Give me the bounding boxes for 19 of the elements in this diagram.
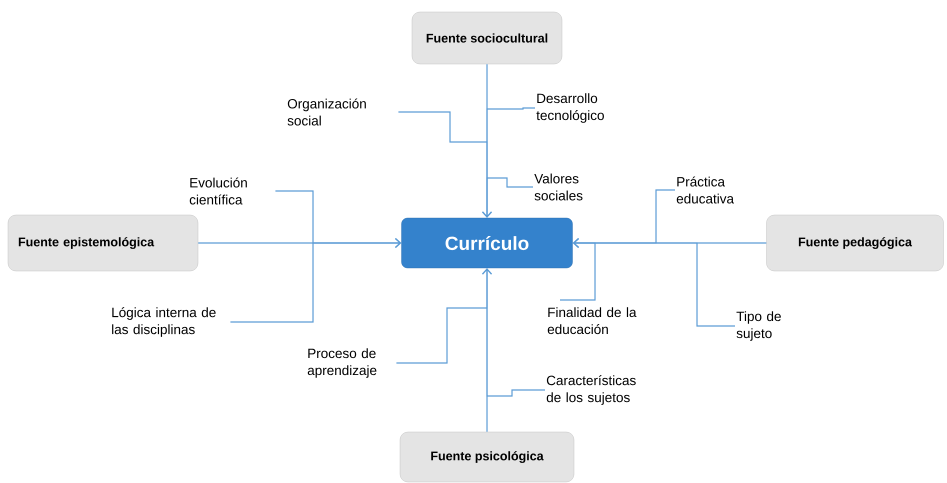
branch-label: Características de los sujetos — [546, 375, 636, 405]
branch-label: Finalidad de la educación — [548, 307, 636, 334]
arrow — [572, 238, 735, 327]
branch-label: Práctica educativa — [676, 176, 734, 204]
arrow — [482, 268, 545, 397]
branch-label: Evolución científica — [190, 177, 247, 205]
branch-label: Valores sociales — [534, 174, 582, 200]
branch-label: Desarrollo tecnológico — [536, 93, 604, 123]
branch-label: Proceso de aprendizaje — [308, 348, 376, 378]
source-box: Fuente psicológica — [400, 432, 574, 482]
branch-label: Lógica interna de las disciplinas — [112, 307, 216, 337]
arrow — [230, 238, 402, 323]
center-box: Currículo — [401, 218, 573, 268]
branch-label: Tipo de sujeto — [736, 311, 781, 341]
source-box: Fuente sociocultural — [412, 12, 562, 64]
source-box: Fuente pedagógica — [766, 214, 944, 272]
arrow — [482, 177, 533, 218]
branch-label: Organización social — [288, 98, 366, 126]
source-box: Fuente epistemológica — [8, 214, 198, 272]
